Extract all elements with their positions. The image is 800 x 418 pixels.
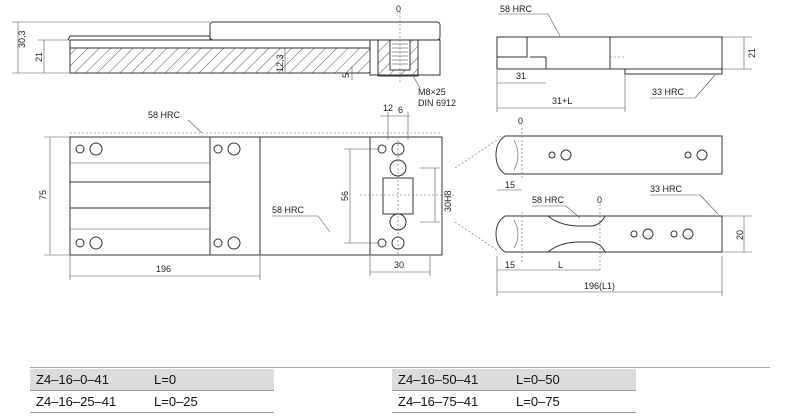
part-code: Z4–16–25–41	[30, 390, 148, 413]
jaw-top-views: 0 15 58 HRC 0 33 HRC 20 15 L 196(L1)	[495, 116, 752, 296]
length-range: L=0–25	[148, 390, 274, 413]
dim-31-plus-l: 31+L	[552, 96, 572, 106]
variant-table-left: Z4–16–0–41 L=0 Z4–16–25–41 L=0–25	[30, 369, 274, 413]
dim-30h8: 30H8	[443, 190, 453, 212]
part-code: Z4–16–0–41	[30, 369, 148, 391]
dim-21-left: 21	[34, 52, 44, 62]
table-row: Z4–16–50–41 L=0–50	[392, 369, 636, 391]
table-row: Z4–16–75–41 L=0–75	[392, 390, 636, 413]
dim-12: 12	[383, 103, 393, 113]
dim-31: 31	[516, 71, 526, 81]
dim-0-mid: 0	[518, 116, 523, 126]
dim-30: 30	[394, 260, 404, 270]
hrc-58-lower: 58 HRC	[532, 195, 565, 205]
dim-30-3: 30,3	[17, 30, 27, 48]
base-top-view: 58 HRC	[38, 103, 498, 280]
hrc-33-lower: 33 HRC	[650, 184, 683, 194]
length-range: L=0–50	[510, 369, 636, 391]
hatched-body	[69, 47, 371, 74]
jaw-l0	[495, 135, 723, 175]
dim-5: 5	[341, 73, 351, 78]
part-code: Z4–16–50–41	[392, 369, 510, 391]
dim-l: L	[558, 260, 563, 270]
dim-15-b: 15	[505, 260, 515, 270]
din-spec: DIN 6912	[418, 98, 456, 108]
jaw-side-view: 58 HRC 21 31 31+L 33 HRC	[496, 4, 757, 112]
dim-56: 56	[340, 191, 350, 201]
dim-0-top: 0	[396, 4, 401, 14]
dim-196-l1: 196(L1)	[584, 281, 615, 291]
table-row: Z4–16–25–41 L=0–25	[30, 390, 274, 413]
side-section-view: 30,3 21 12,3 5 0 M8×25 DIN 6912	[12, 4, 456, 108]
dim-0-lower: 0	[597, 195, 602, 205]
technical-drawing: 30,3 21 12,3 5 0 M8×25 DIN 6912 58 HRC 2…	[12, 4, 757, 296]
length-range: L=0–75	[510, 390, 636, 413]
hrc-58-front: 58 HRC	[148, 110, 181, 120]
dim-196: 196	[156, 264, 171, 274]
dim-15-a: 15	[505, 180, 515, 190]
base-plate	[69, 136, 443, 256]
length-range: L=0	[148, 369, 274, 391]
screw-spec: M8×25	[418, 87, 446, 97]
clamp-arm	[209, 21, 441, 41]
dim-20: 20	[735, 230, 745, 240]
table-row: Z4–16–0–41 L=0	[30, 369, 274, 391]
dim-21-right: 21	[747, 48, 757, 58]
dim-75: 75	[38, 190, 48, 200]
variant-table-right: Z4–16–50–41 L=0–50 Z4–16–75–41 L=0–75	[392, 369, 636, 413]
table-top-rule	[30, 367, 770, 368]
jaw-variable-l	[495, 215, 723, 253]
dim-6: 6	[398, 105, 403, 115]
hrc-33-top: 33 HRC	[652, 87, 685, 97]
dim-12-3: 12,3	[275, 54, 285, 72]
hrc-58-inner: 58 HRC	[272, 205, 305, 215]
hrc-58-top: 58 HRC	[500, 4, 533, 14]
part-code: Z4–16–75–41	[392, 390, 510, 413]
